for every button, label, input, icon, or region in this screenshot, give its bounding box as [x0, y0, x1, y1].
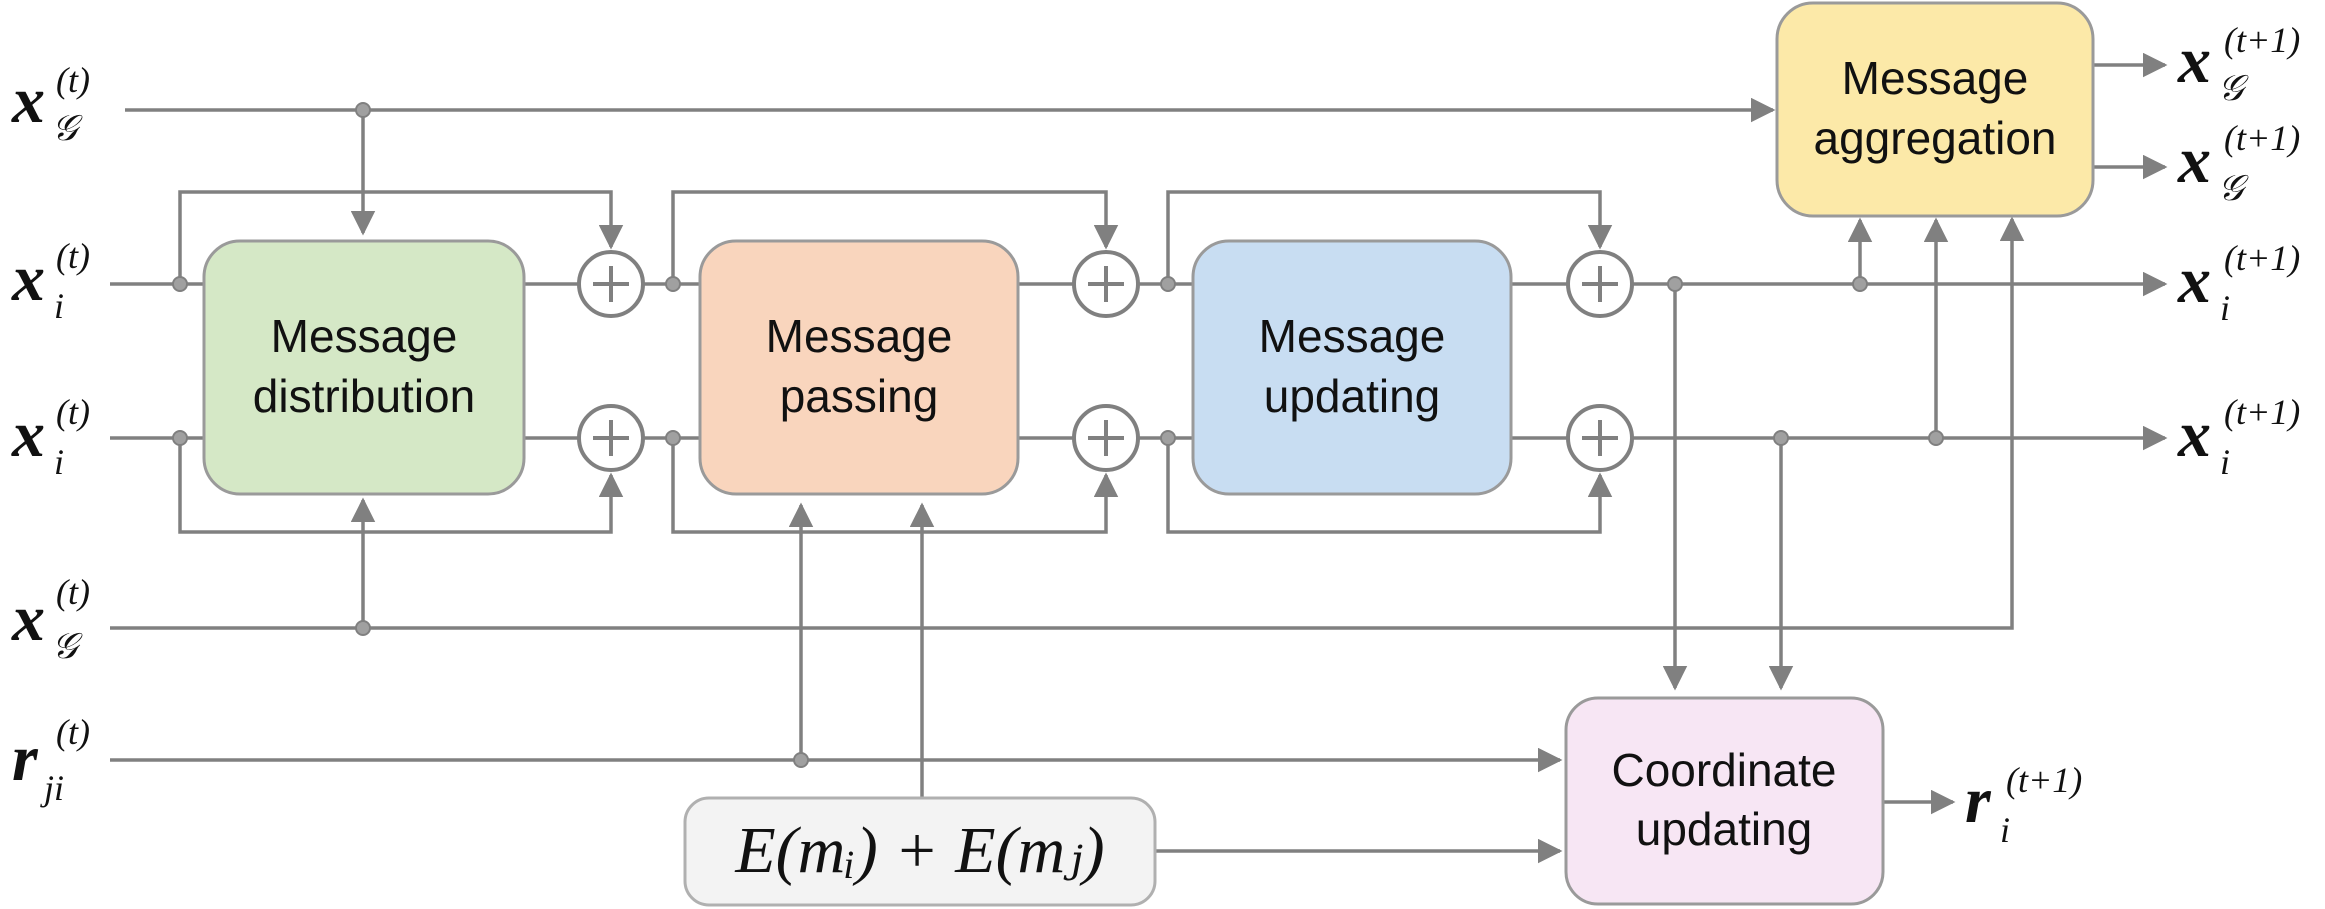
wire-x-graph-input — [110, 216, 2025, 630]
message-passing-line1: Message — [766, 310, 953, 362]
input-label-x-i: x i (t) — [11, 392, 90, 482]
input-x-i-base: x — [11, 398, 45, 471]
output-xvec-graph-base: x⃗ — [2177, 24, 2262, 97]
message-updating-box: Message updating — [1191, 239, 1513, 496]
message-distribution-box: Message distribution — [202, 239, 526, 496]
junction-dot — [665, 430, 681, 446]
sum-nodes — [577, 250, 1634, 472]
message-aggregation-line1: Message — [1842, 52, 2029, 104]
input-x-i-sup: (t) — [56, 392, 90, 432]
output-label-xvec-i: x⃗ i (t+1) — [2177, 238, 2300, 328]
input-xvec-graph-sup: (t) — [56, 60, 90, 100]
input-x-graph-base: x — [11, 582, 45, 655]
input-xvec-graph-base: x⃗ — [11, 64, 96, 137]
junction-dots — [172, 102, 1944, 768]
input-label-xvec-graph: x⃗ 𝒢 (t) — [11, 60, 96, 148]
input-x-i-sub: i — [54, 442, 64, 482]
message-passing-rect — [698, 239, 1020, 496]
energy-embedding-formula: E(mᵢ) + E(mⱼ) — [734, 814, 1104, 887]
message-updating-rect — [1191, 239, 1513, 496]
message-aggregation-line2: aggregation — [1814, 112, 2057, 164]
plus-node-1-vec — [577, 250, 645, 318]
message-passing-line2: passing — [780, 370, 939, 422]
output-label-xvec-graph: x⃗ 𝒢 (t+1) — [2177, 20, 2300, 108]
junction-dot — [1852, 276, 1868, 292]
junction-dot — [355, 102, 371, 118]
junction-dot — [1928, 430, 1944, 446]
junction-dot — [1773, 430, 1789, 446]
input-x-graph-sup: (t) — [56, 572, 90, 612]
plus-node-3-vec — [1566, 250, 1634, 318]
skip-updating-vec — [1166, 190, 1613, 284]
junction-dot — [665, 276, 681, 292]
junction-dot — [793, 752, 809, 768]
message-distribution-line1: Message — [271, 310, 458, 362]
output-rvec-i-base: r⃗ — [1965, 764, 2042, 837]
output-label-x-graph: x 𝒢 (t+1) — [2177, 118, 2300, 208]
input-label-x-graph: x 𝒢 (t) — [11, 572, 90, 666]
message-updating-line1: Message — [1259, 310, 1446, 362]
energy-embedding-box: E(mᵢ) + E(mⱼ) — [683, 796, 1157, 907]
output-x-graph-sub: 𝒢 — [2218, 168, 2249, 208]
input-rvec-ji-base: r⃗ — [12, 722, 89, 795]
junction-dot — [172, 430, 188, 446]
output-xvec-i-sub: i — [2220, 288, 2230, 328]
junction-dot — [1667, 276, 1683, 292]
junction-dot — [355, 620, 371, 636]
message-aggregation-box: Message aggregation — [1775, 1, 2095, 218]
input-label-xvec-i: x⃗ i (t) — [11, 236, 96, 326]
plus-node-1-sca — [577, 404, 645, 472]
output-xvec-i-base: x⃗ — [2177, 244, 2262, 317]
output-rvec-i-sub: i — [2000, 810, 2010, 850]
output-x-graph-sup: (t+1) — [2224, 118, 2300, 158]
input-xvec-i-sup: (t) — [56, 236, 90, 276]
input-label-rvec-ji: r⃗ ji (t) — [12, 712, 90, 808]
input-xvec-i-sub: i — [54, 286, 64, 326]
connection-wires — [110, 52, 2168, 864]
skip-distribution-sca — [178, 438, 624, 534]
output-x-i-sup: (t+1) — [2224, 392, 2300, 432]
output-label-rvec-i: r⃗ i (t+1) — [1965, 760, 2082, 850]
output-x-i-base: x — [2177, 398, 2211, 471]
skip-distribution-vec — [178, 190, 624, 284]
input-rvec-ji-sup: (t) — [56, 712, 90, 752]
junction-dot — [1160, 276, 1176, 292]
output-x-graph-base: x — [2177, 124, 2211, 197]
output-label-x-i: x i (t+1) — [2177, 392, 2300, 482]
output-rvec-i-sup: (t+1) — [2006, 760, 2082, 800]
plus-node-2-sca — [1072, 404, 1140, 472]
energy-embedding-rect — [683, 796, 1157, 907]
plus-node-2-vec — [1072, 250, 1140, 318]
junction-dot — [172, 276, 188, 292]
plus-node-3-sca — [1566, 404, 1634, 472]
coordinate-updating-line2: updating — [1636, 803, 1813, 855]
output-xvec-i-sup: (t+1) — [2224, 238, 2300, 278]
input-rvec-ji-sub: ji — [40, 768, 64, 808]
coordinate-updating-line1: Coordinate — [1611, 744, 1836, 796]
message-updating-line2: updating — [1264, 370, 1441, 422]
coordinate-updating-box: Coordinate updating — [1564, 696, 1885, 906]
skip-updating-sca — [1166, 438, 1613, 534]
skip-passing-vec — [671, 190, 1119, 284]
message-distribution-line2: distribution — [253, 370, 475, 422]
output-xvec-graph-sup: (t+1) — [2224, 20, 2300, 60]
message-aggregation-rect — [1775, 1, 2095, 218]
input-xvec-i-base: x⃗ — [11, 242, 96, 315]
input-x-graph-sub: 𝒢 — [52, 626, 83, 666]
junction-dot — [1160, 430, 1176, 446]
coordinate-updating-rect — [1564, 696, 1885, 906]
message-passing-box: Message passing — [698, 239, 1020, 496]
output-x-i-sub: i — [2220, 442, 2230, 482]
message-distribution-rect — [202, 239, 526, 496]
skip-passing-sca — [671, 438, 1119, 534]
